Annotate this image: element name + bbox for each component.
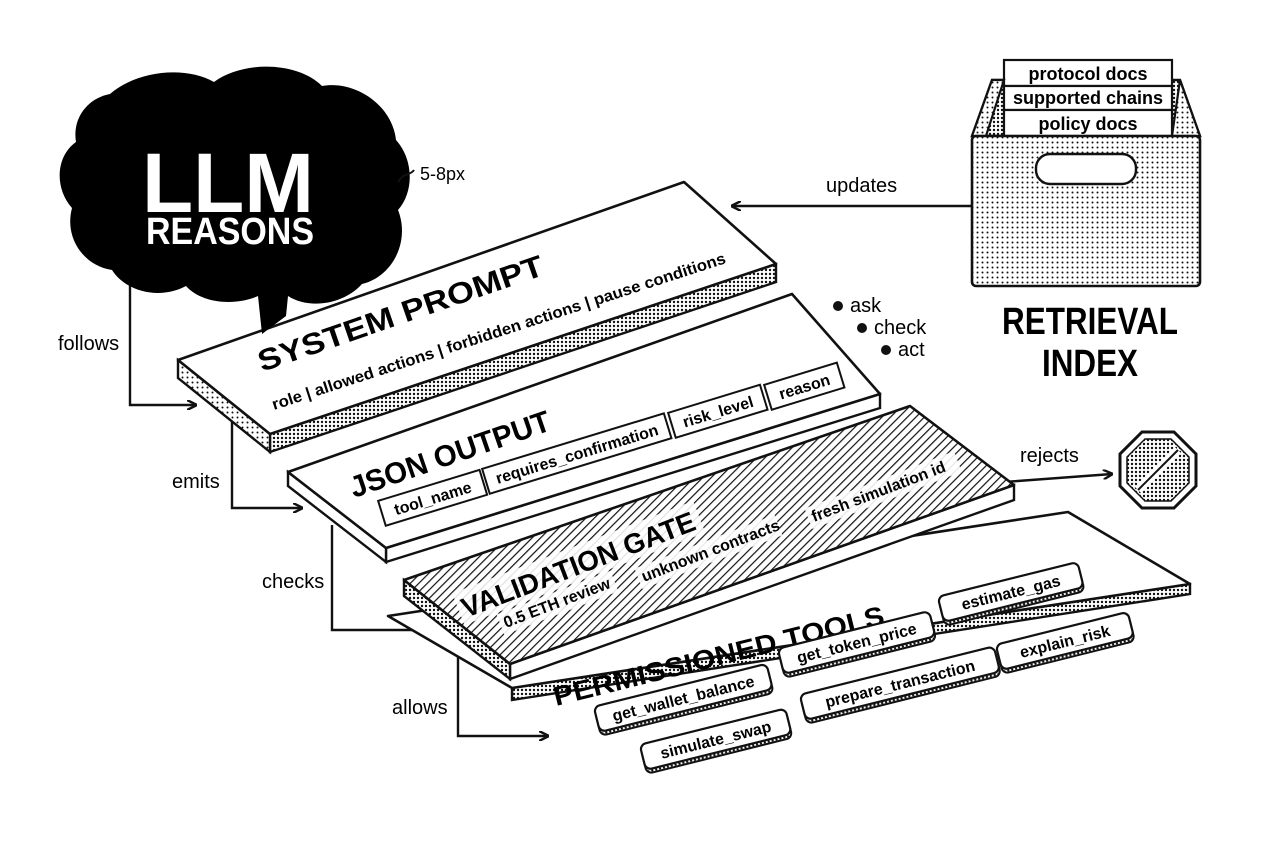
checks-label: checks [262,571,324,593]
doc-card-policy [1002,108,1174,138]
doc-card-chains [1002,84,1174,112]
system-prompt-slab [176,180,778,436]
step-bullet-act [881,345,891,355]
border-note: 5-8px [420,164,465,184]
brain-title-reasons: REASONS [146,211,314,253]
step-check: check [874,317,927,339]
allows-label: allows [392,697,448,719]
doc-protocol-docs: protocol docs [1028,64,1147,84]
doc-stack: protocol docs supported chains policy do… [1002,58,1174,138]
rejects-label: rejects [1020,445,1079,467]
brain-silhouette [59,66,410,334]
retrieval-index: protocol docs supported chains policy do… [970,58,1202,385]
retrieval-label-2: INDEX [1042,343,1139,385]
json-output-layer: JSON OUTPUT tool_name requires_confirmat… [286,292,882,565]
border-note-squiggle [397,169,415,183]
step-bullet-check [857,323,867,333]
updates-label: updates [826,175,897,197]
rejects-arrow [1003,474,1112,484]
box-handle [1034,152,1138,186]
retrieval-label-1: RETRIEVAL [1002,301,1178,343]
doc-card-protocol [1002,58,1174,88]
step-ask: ask [850,295,882,317]
emits-label: emits [172,471,220,493]
validation-gate-layer: VALIDATION GATE 0.5 ETH review unknown c… [402,404,1016,682]
loop-steps: ask check act [833,295,927,361]
follows-arrow [128,268,196,405]
tool-chip-estimate-gas: estimate_gas [937,562,1085,626]
stop-sign-icon [1118,430,1198,510]
tool-chip-get-wallet-balance: get_wallet_balance [593,663,774,736]
doc-policy-docs: policy docs [1038,114,1137,134]
checks-arrow [330,525,430,630]
step-bullet-ask [833,301,843,311]
allows-arrow [456,637,548,736]
tool-chip-explain-risk: explain_risk [995,612,1135,674]
tool-chip-get-token-price: get_token_price [777,611,937,678]
brain-title-llm: LLM [142,136,314,230]
step-act: act [898,339,925,361]
json-field-reason: reason [762,361,846,411]
follows-label: follows [58,333,119,355]
llm-brain-cloud: LLM REASONS [59,66,410,334]
doc-supported-chains: supported chains [1013,88,1163,108]
flow-arrows [128,206,1112,736]
box-body [970,134,1202,288]
emits-arrow [230,420,302,508]
